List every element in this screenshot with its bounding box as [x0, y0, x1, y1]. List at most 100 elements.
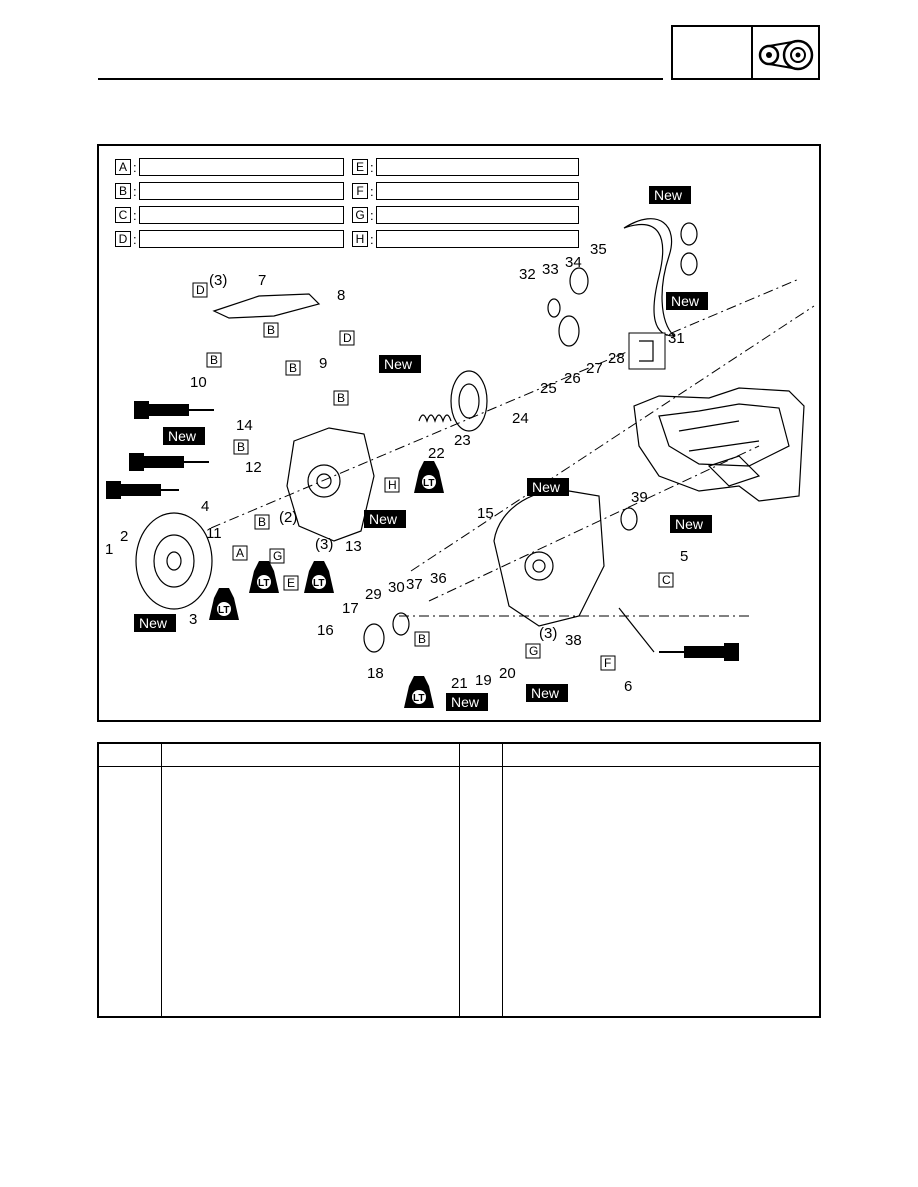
quantity-label: (3): [315, 536, 333, 553]
part-number: 37: [406, 576, 423, 593]
new-part-tag: New: [163, 427, 205, 445]
callout-letter: G: [269, 548, 285, 564]
spring: [418, 414, 452, 423]
chapter-tab-divider: [751, 27, 753, 78]
large-gear: [450, 370, 488, 432]
key-row-g: G:: [352, 205, 579, 225]
svg-text:B: B: [237, 440, 245, 454]
svg-text:F: F: [604, 656, 611, 670]
idler-gear: [392, 612, 410, 636]
lt-locker-symbol: LT: [304, 561, 334, 593]
lt-locker-symbol: LT: [249, 561, 279, 593]
brake-disc: [135, 512, 213, 610]
shift-shaft: [618, 607, 655, 653]
svg-text:New: New: [168, 428, 197, 444]
key-row-f: F:: [352, 181, 579, 201]
part-number: 20: [499, 665, 516, 682]
key-blank: [138, 230, 344, 248]
svg-text:LT: LT: [413, 693, 424, 704]
gear-27: [558, 315, 580, 347]
svg-text:B: B: [267, 323, 275, 337]
svg-text:B: B: [210, 353, 218, 367]
svg-text:E: E: [287, 576, 295, 590]
new-part-tag: New: [527, 478, 569, 496]
part-number: 4: [201, 498, 209, 515]
key-letter: B: [115, 183, 131, 199]
part-number: 19: [475, 672, 492, 689]
new-part-tag: New: [134, 614, 176, 632]
callout-letter: G: [525, 643, 541, 659]
table-column-divider: [459, 744, 460, 1016]
svg-text:New: New: [532, 479, 561, 495]
callout-letter: B: [263, 322, 279, 338]
part-number: 9: [319, 355, 327, 372]
new-part-tag: New: [649, 186, 691, 204]
drive-belt-pulley-icon: [758, 39, 814, 71]
key-letter: E: [352, 159, 368, 175]
part-number: 8: [337, 287, 345, 304]
callout-letter: A: [232, 545, 248, 561]
part-number: 34: [565, 254, 582, 271]
key-letter: A: [115, 159, 131, 175]
part-number: 13: [345, 538, 362, 555]
svg-text:New: New: [671, 293, 700, 309]
svg-text:D: D: [196, 283, 205, 297]
grease-gun-icon: [106, 481, 179, 499]
svg-text:LT: LT: [258, 578, 269, 589]
key-letter: D: [115, 231, 131, 247]
svg-text:B: B: [289, 361, 297, 375]
lt-locker-symbol: LT: [404, 676, 434, 708]
assembly-axis: [428, 445, 760, 602]
svg-text:G: G: [273, 549, 282, 563]
key-blank: [138, 158, 344, 176]
key-blank: [375, 182, 579, 200]
svg-text:New: New: [369, 511, 398, 527]
part-number: 3: [189, 611, 197, 628]
svg-text:New: New: [139, 615, 168, 631]
part-number: 28: [608, 350, 625, 367]
assembly-axis: [410, 305, 815, 572]
grease-gun-icon: [659, 643, 739, 661]
svg-text:D: D: [343, 331, 352, 345]
detail-inset-shape: [639, 340, 654, 362]
part-number: 16: [317, 622, 334, 639]
part-number: 18: [367, 665, 384, 682]
bearing: [680, 252, 698, 276]
part-number: 30: [388, 579, 405, 596]
bearing: [680, 222, 698, 246]
part-number: 33: [542, 261, 559, 278]
new-part-tag: New: [526, 684, 568, 702]
part-number: 22: [428, 445, 445, 462]
key-letter: F: [352, 183, 368, 199]
callout-letter: B: [333, 390, 349, 406]
quantity-label: (3): [209, 272, 227, 289]
chapter-tab: [671, 25, 820, 80]
new-part-tag: New: [670, 515, 712, 533]
new-part-tag: New: [666, 292, 708, 310]
assembly-axis: [210, 278, 800, 529]
svg-text:B: B: [337, 391, 345, 405]
part-number: 6: [624, 678, 632, 695]
part-number: 7: [258, 272, 266, 289]
part-number: 26: [564, 370, 581, 387]
idler-gear: [363, 623, 385, 653]
bearing-39: [620, 507, 638, 531]
key-row-a: A:: [115, 157, 344, 177]
part-number: 12: [245, 459, 262, 476]
part-number: 24: [512, 410, 529, 427]
svg-text:H: H: [388, 478, 397, 492]
key-letter: H: [352, 231, 368, 247]
vehicle-frame-drawing: [633, 387, 805, 502]
detail-inset: [628, 332, 666, 370]
key-row-h: H:: [352, 229, 579, 249]
quantity-label: (3): [539, 625, 557, 642]
callout-letter: B: [254, 514, 270, 530]
svg-text:LT: LT: [313, 578, 324, 589]
key-row-d: D:: [115, 229, 344, 249]
shift-lever: [212, 293, 321, 319]
parts-table: [97, 742, 821, 1018]
case-cover: [493, 489, 605, 627]
grease-gun-icon: [134, 401, 214, 419]
exploded-diagram-frame: A: B: C: D: E: F: G: H:: [97, 144, 821, 722]
key-row-e: E:: [352, 157, 579, 177]
